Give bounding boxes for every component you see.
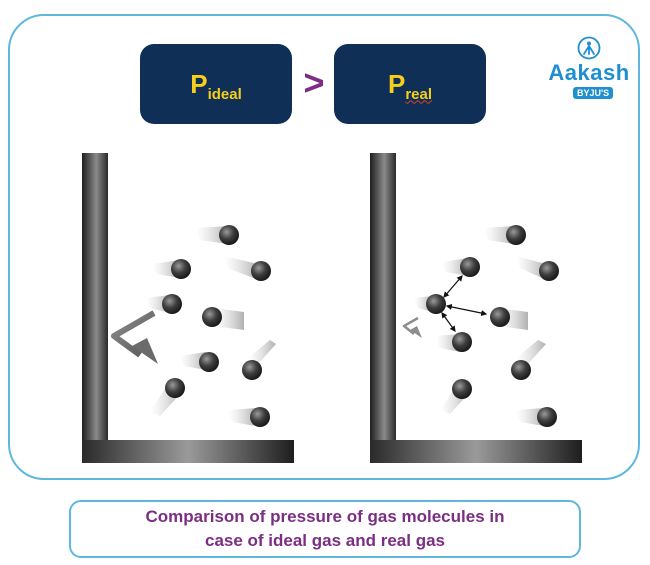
- caption-line-2: case of ideal gas and real gas: [204, 531, 445, 550]
- gas-molecule: [202, 307, 244, 330]
- gas-molecule: [196, 225, 239, 245]
- bounce-arrow-head: [410, 326, 422, 338]
- real-container-floor: [370, 440, 582, 463]
- gas-molecule: [414, 294, 446, 314]
- brand-name: Aakash: [548, 60, 630, 85]
- gas-molecule: [228, 407, 270, 427]
- gas-molecule: [511, 340, 546, 380]
- diagram-frame: [8, 14, 640, 480]
- intermolecular-attraction-arrows: [441, 275, 488, 332]
- gas-molecule: [516, 407, 557, 427]
- real-pressure-subscript: real: [405, 85, 433, 103]
- attraction-arrow: [441, 312, 456, 332]
- greater-than-sign: >: [303, 62, 325, 103]
- diagram-caption: Comparison of pressure of gas molecules …: [69, 500, 581, 558]
- real-gas-container: [370, 153, 582, 463]
- bounce-arrow: [111, 310, 156, 358]
- caption-line-1: Comparison of pressure of gas molecules …: [145, 507, 505, 526]
- ideal-gas-container: [82, 153, 294, 463]
- gas-molecule: [484, 225, 526, 245]
- gas-molecule: [490, 307, 528, 330]
- real-gas-molecules: [402, 225, 559, 427]
- gas-molecule: [242, 340, 276, 380]
- attraction-arrow: [443, 275, 463, 298]
- brand-tag: BYJU'S: [573, 87, 614, 99]
- ideal-pressure-box: P ideal: [140, 44, 292, 124]
- gas-molecule: [180, 352, 219, 372]
- ideal-container-left-wall: [82, 153, 108, 463]
- aakash-emblem-icon: [577, 36, 601, 60]
- real-pressure-box: P real: [334, 44, 486, 124]
- gas-molecule: [152, 259, 191, 279]
- gas-molecule: [224, 256, 271, 281]
- real-container-left-wall: [370, 153, 396, 463]
- attraction-arrow: [445, 304, 488, 316]
- gas-molecule: [442, 257, 480, 277]
- ideal-pressure-subscript: ideal: [207, 85, 242, 103]
- aakash-logo: Aakash BYJU'S: [543, 36, 635, 106]
- bounce-arrow-head: [132, 338, 158, 364]
- real-pressure-symbol: P: [387, 68, 406, 99]
- ideal-gas-molecules: [111, 225, 276, 427]
- gas-molecule: [150, 378, 185, 416]
- ideal-container-floor: [82, 440, 294, 463]
- gas-molecule: [146, 294, 182, 314]
- ideal-pressure-symbol: P: [190, 68, 208, 99]
- gas-molecule: [440, 379, 472, 414]
- gas-molecule: [436, 332, 472, 352]
- bounce-arrow: [402, 316, 419, 335]
- gas-molecule: [516, 256, 559, 281]
